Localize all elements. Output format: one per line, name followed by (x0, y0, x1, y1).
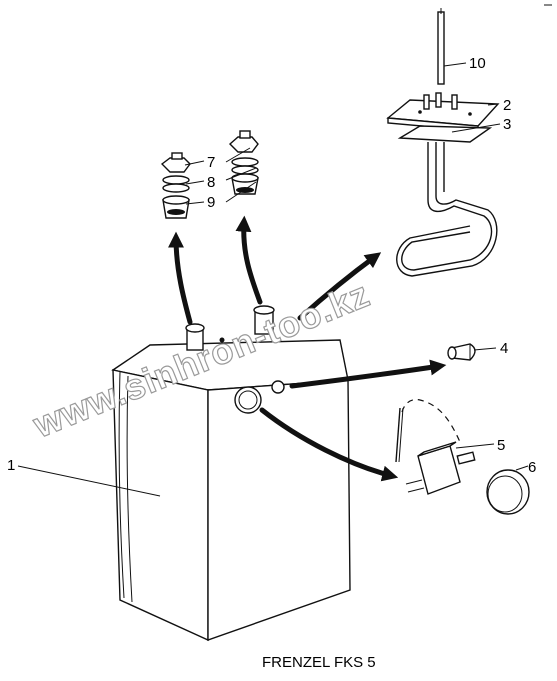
tank-right-face (207, 379, 351, 641)
callout-5: 5 (497, 437, 505, 454)
callout-10: 10 (469, 55, 486, 72)
callout-4: 4 (500, 340, 508, 357)
callout-1: 1 (7, 457, 15, 474)
callout-6: 6 (528, 459, 536, 476)
probe-tube-10 (437, 11, 445, 85)
heating-element-assembly (386, 8, 500, 277)
arrow-to-right-fitting (235, 215, 263, 305)
callout-labels: 1 2 3 4 5 6 7 8 9 10 (7, 55, 536, 476)
indicator-lamp-4 (447, 343, 476, 361)
arrow-to-left-fitting (168, 231, 193, 325)
callout-3: 3 (503, 116, 511, 133)
knob-6 (486, 469, 530, 515)
leader-lines (17, 62, 529, 497)
callout-2: 2 (503, 97, 511, 114)
diagram-caption: FRENZEL FKS 5 (262, 654, 376, 671)
callout-9: 9 (207, 194, 215, 211)
left-fitting-stack (160, 152, 191, 219)
gasket-3 (397, 125, 493, 143)
arrow-to-heating-element (297, 252, 382, 321)
washer-8-left-b (162, 183, 190, 193)
capillary-probe (395, 407, 401, 463)
right-fitting-stack (228, 130, 259, 195)
washer-8-right-a (231, 157, 259, 167)
exploded-view-arrows (168, 215, 447, 482)
tank-top-fittings (185, 305, 275, 351)
arrow-to-thermostat (259, 407, 399, 482)
thermostat-5 (395, 398, 476, 495)
callout-7: 7 (207, 154, 215, 171)
callout-8: 8 (207, 174, 215, 191)
arrow-to-indicator-lamp (289, 359, 447, 389)
nut-7-right (228, 136, 259, 153)
indicator-lamp-hole (271, 380, 285, 394)
washer-8-left-a (162, 175, 190, 185)
